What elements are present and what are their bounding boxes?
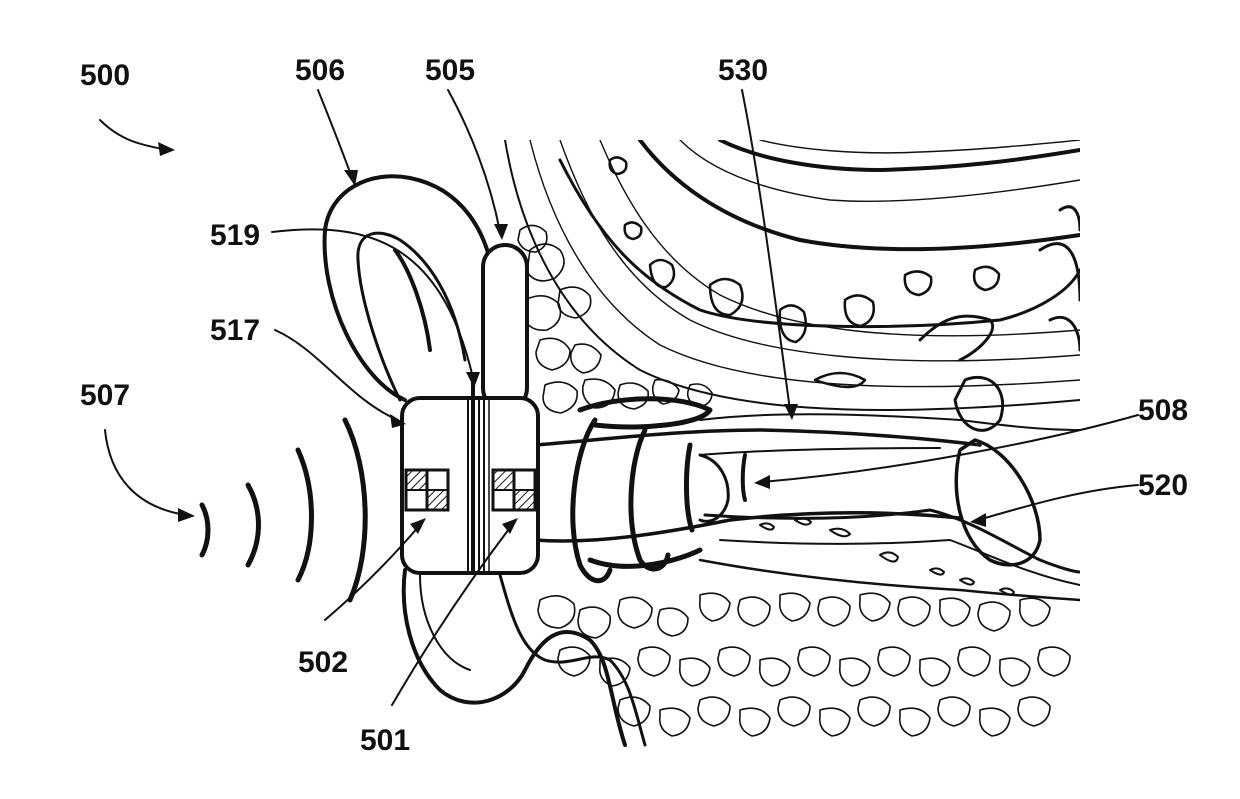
label-530: 530 (718, 54, 768, 87)
label-500: 500 (80, 59, 130, 92)
label-508: 508 (1138, 394, 1188, 427)
behind-ear-component (483, 245, 527, 410)
transducer-element-502 (406, 470, 448, 510)
label-502: 502 (298, 646, 348, 679)
label-506: 506 (295, 54, 345, 87)
eardrum (956, 440, 1040, 565)
device-housing (402, 380, 538, 573)
sound-waves (202, 420, 365, 600)
label-520: 520 (1138, 469, 1188, 502)
label-517: 517 (210, 314, 260, 347)
label-519: 519 (210, 219, 260, 252)
label-505: 505 (425, 54, 475, 87)
label-501: 501 (360, 724, 410, 757)
skull-cross-section (505, 140, 1080, 736)
canal-rings (573, 399, 745, 581)
ear-canal-tube (535, 430, 980, 541)
label-507: 507 (80, 379, 130, 412)
transducer-element-501 (493, 470, 535, 510)
